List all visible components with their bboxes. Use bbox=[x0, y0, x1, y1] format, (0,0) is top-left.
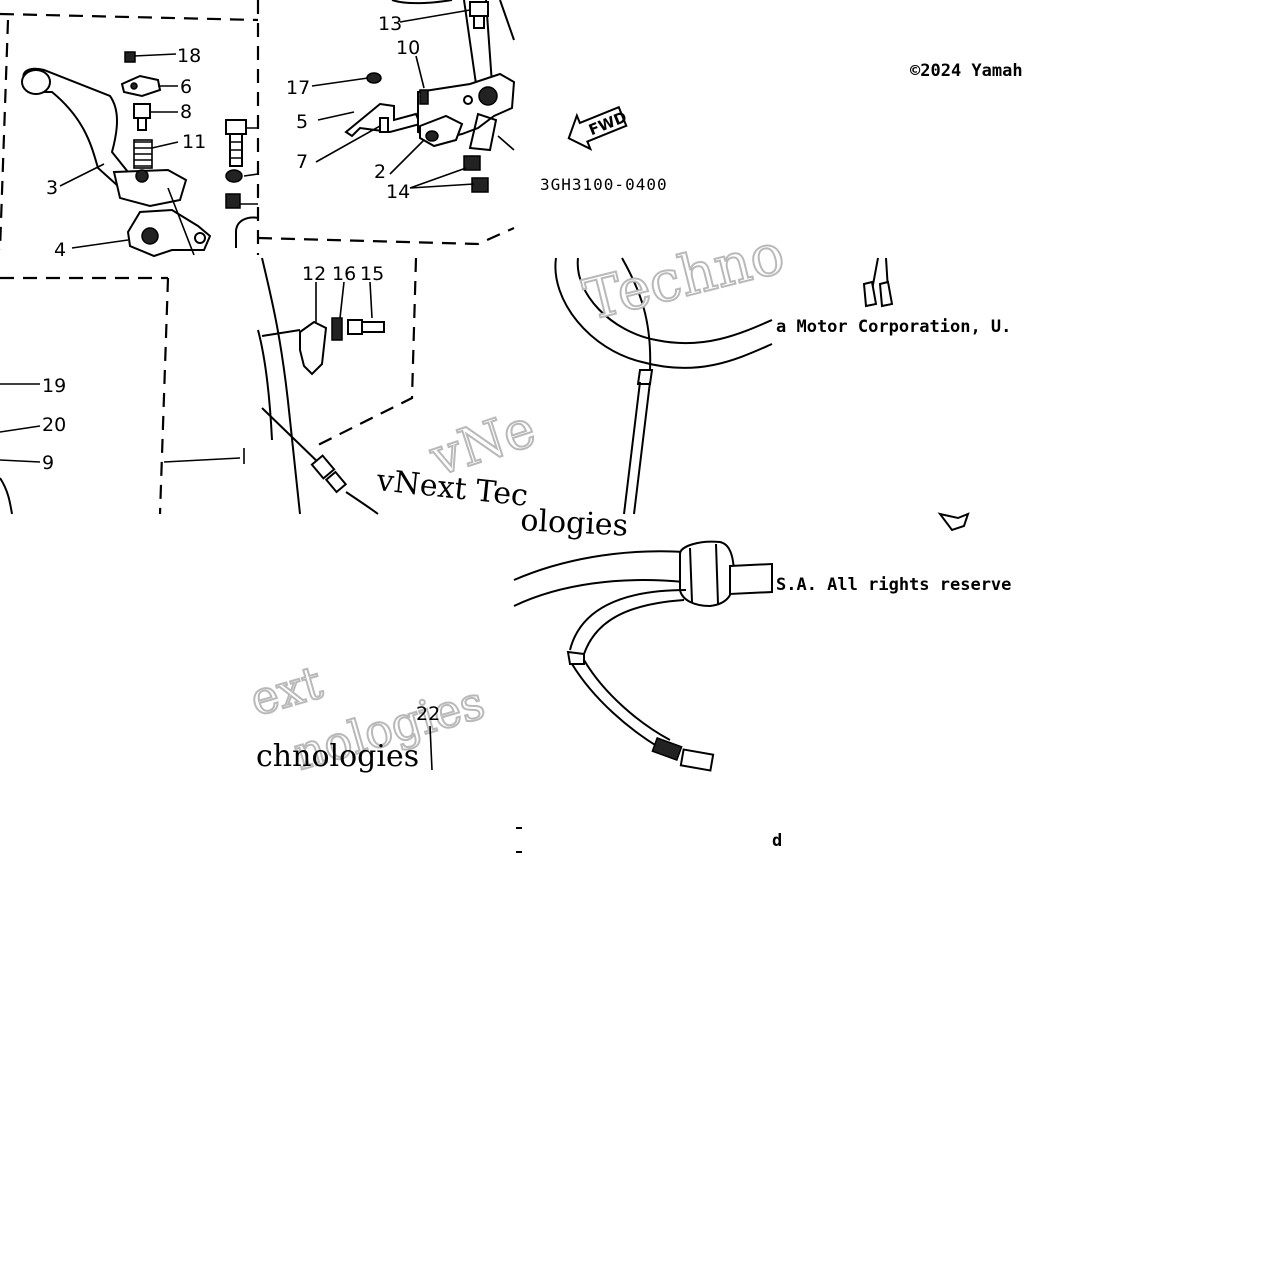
callout-14: 14 bbox=[386, 181, 410, 203]
tile-handlebar: Techno a Motor Corporation, U. bbox=[554, 220, 1011, 515]
callout-18: 18 bbox=[177, 45, 201, 67]
grip-housing bbox=[679, 540, 736, 608]
callout-15: 15 bbox=[360, 263, 384, 285]
watermark-7: vNe bbox=[423, 399, 543, 489]
callout-8: 8 bbox=[180, 101, 192, 123]
callout-4: 4 bbox=[54, 239, 66, 261]
watermark-4: ext bbox=[244, 655, 328, 727]
callout-10: 10 bbox=[396, 37, 420, 59]
tile-clamp: 12 16 15 vNext Tec vNe bbox=[257, 257, 544, 515]
callout-3: 3 bbox=[46, 177, 58, 199]
fwd-arrow-icon: FWD bbox=[567, 105, 629, 151]
callout-7: 7 bbox=[296, 151, 308, 173]
callout-11: 11 bbox=[182, 131, 206, 153]
callout-9: 9 bbox=[42, 452, 54, 474]
lever-blade bbox=[22, 67, 130, 188]
tile-brake-lever: 18 6 8 11 3 4 bbox=[0, 0, 260, 261]
copyright-line-2: a Motor Corporation, U. bbox=[776, 317, 1011, 337]
callout-5: 5 bbox=[296, 111, 308, 133]
callout-19: 19 bbox=[42, 375, 66, 397]
copyright-line-3: S.A. All rights reserve bbox=[776, 575, 1011, 595]
callout-12: 12 bbox=[302, 263, 326, 285]
tile-header: ©2024 Yamah FWD 3GH3100-0400 bbox=[540, 61, 1023, 194]
tile-lower-left: 19 20 9 bbox=[0, 276, 245, 515]
tile-parking-lever: 13 10 17 5 7 2 14 bbox=[257, 0, 516, 246]
callout-20: 20 bbox=[42, 414, 66, 436]
callout-16: 16 bbox=[332, 263, 356, 285]
watermark-6: chnologies bbox=[256, 739, 419, 774]
callout-13: 13 bbox=[378, 13, 402, 35]
clamp-12 bbox=[299, 320, 328, 376]
diagram-code: 3GH3100-0400 bbox=[540, 175, 668, 194]
grip-bar bbox=[729, 562, 773, 596]
lever-pivot bbox=[112, 168, 188, 208]
tile-lower-middle: ext nologies chnologies 22 1 bbox=[243, 654, 491, 782]
spring-11 bbox=[133, 139, 153, 169]
copyright-line-4: d bbox=[772, 831, 782, 851]
callout-2: 2 bbox=[374, 161, 386, 183]
tile-grip: ologies S.A. All rights reserve d bbox=[513, 503, 1011, 853]
watermark-3: ologies bbox=[520, 503, 629, 544]
copyright-line-1: ©2024 Yamah bbox=[910, 61, 1023, 81]
callout-22: 22 bbox=[416, 703, 440, 725]
callout-6: 6 bbox=[180, 76, 192, 98]
watermark-1: Techno bbox=[578, 221, 791, 333]
callout-17: 17 bbox=[286, 77, 310, 99]
